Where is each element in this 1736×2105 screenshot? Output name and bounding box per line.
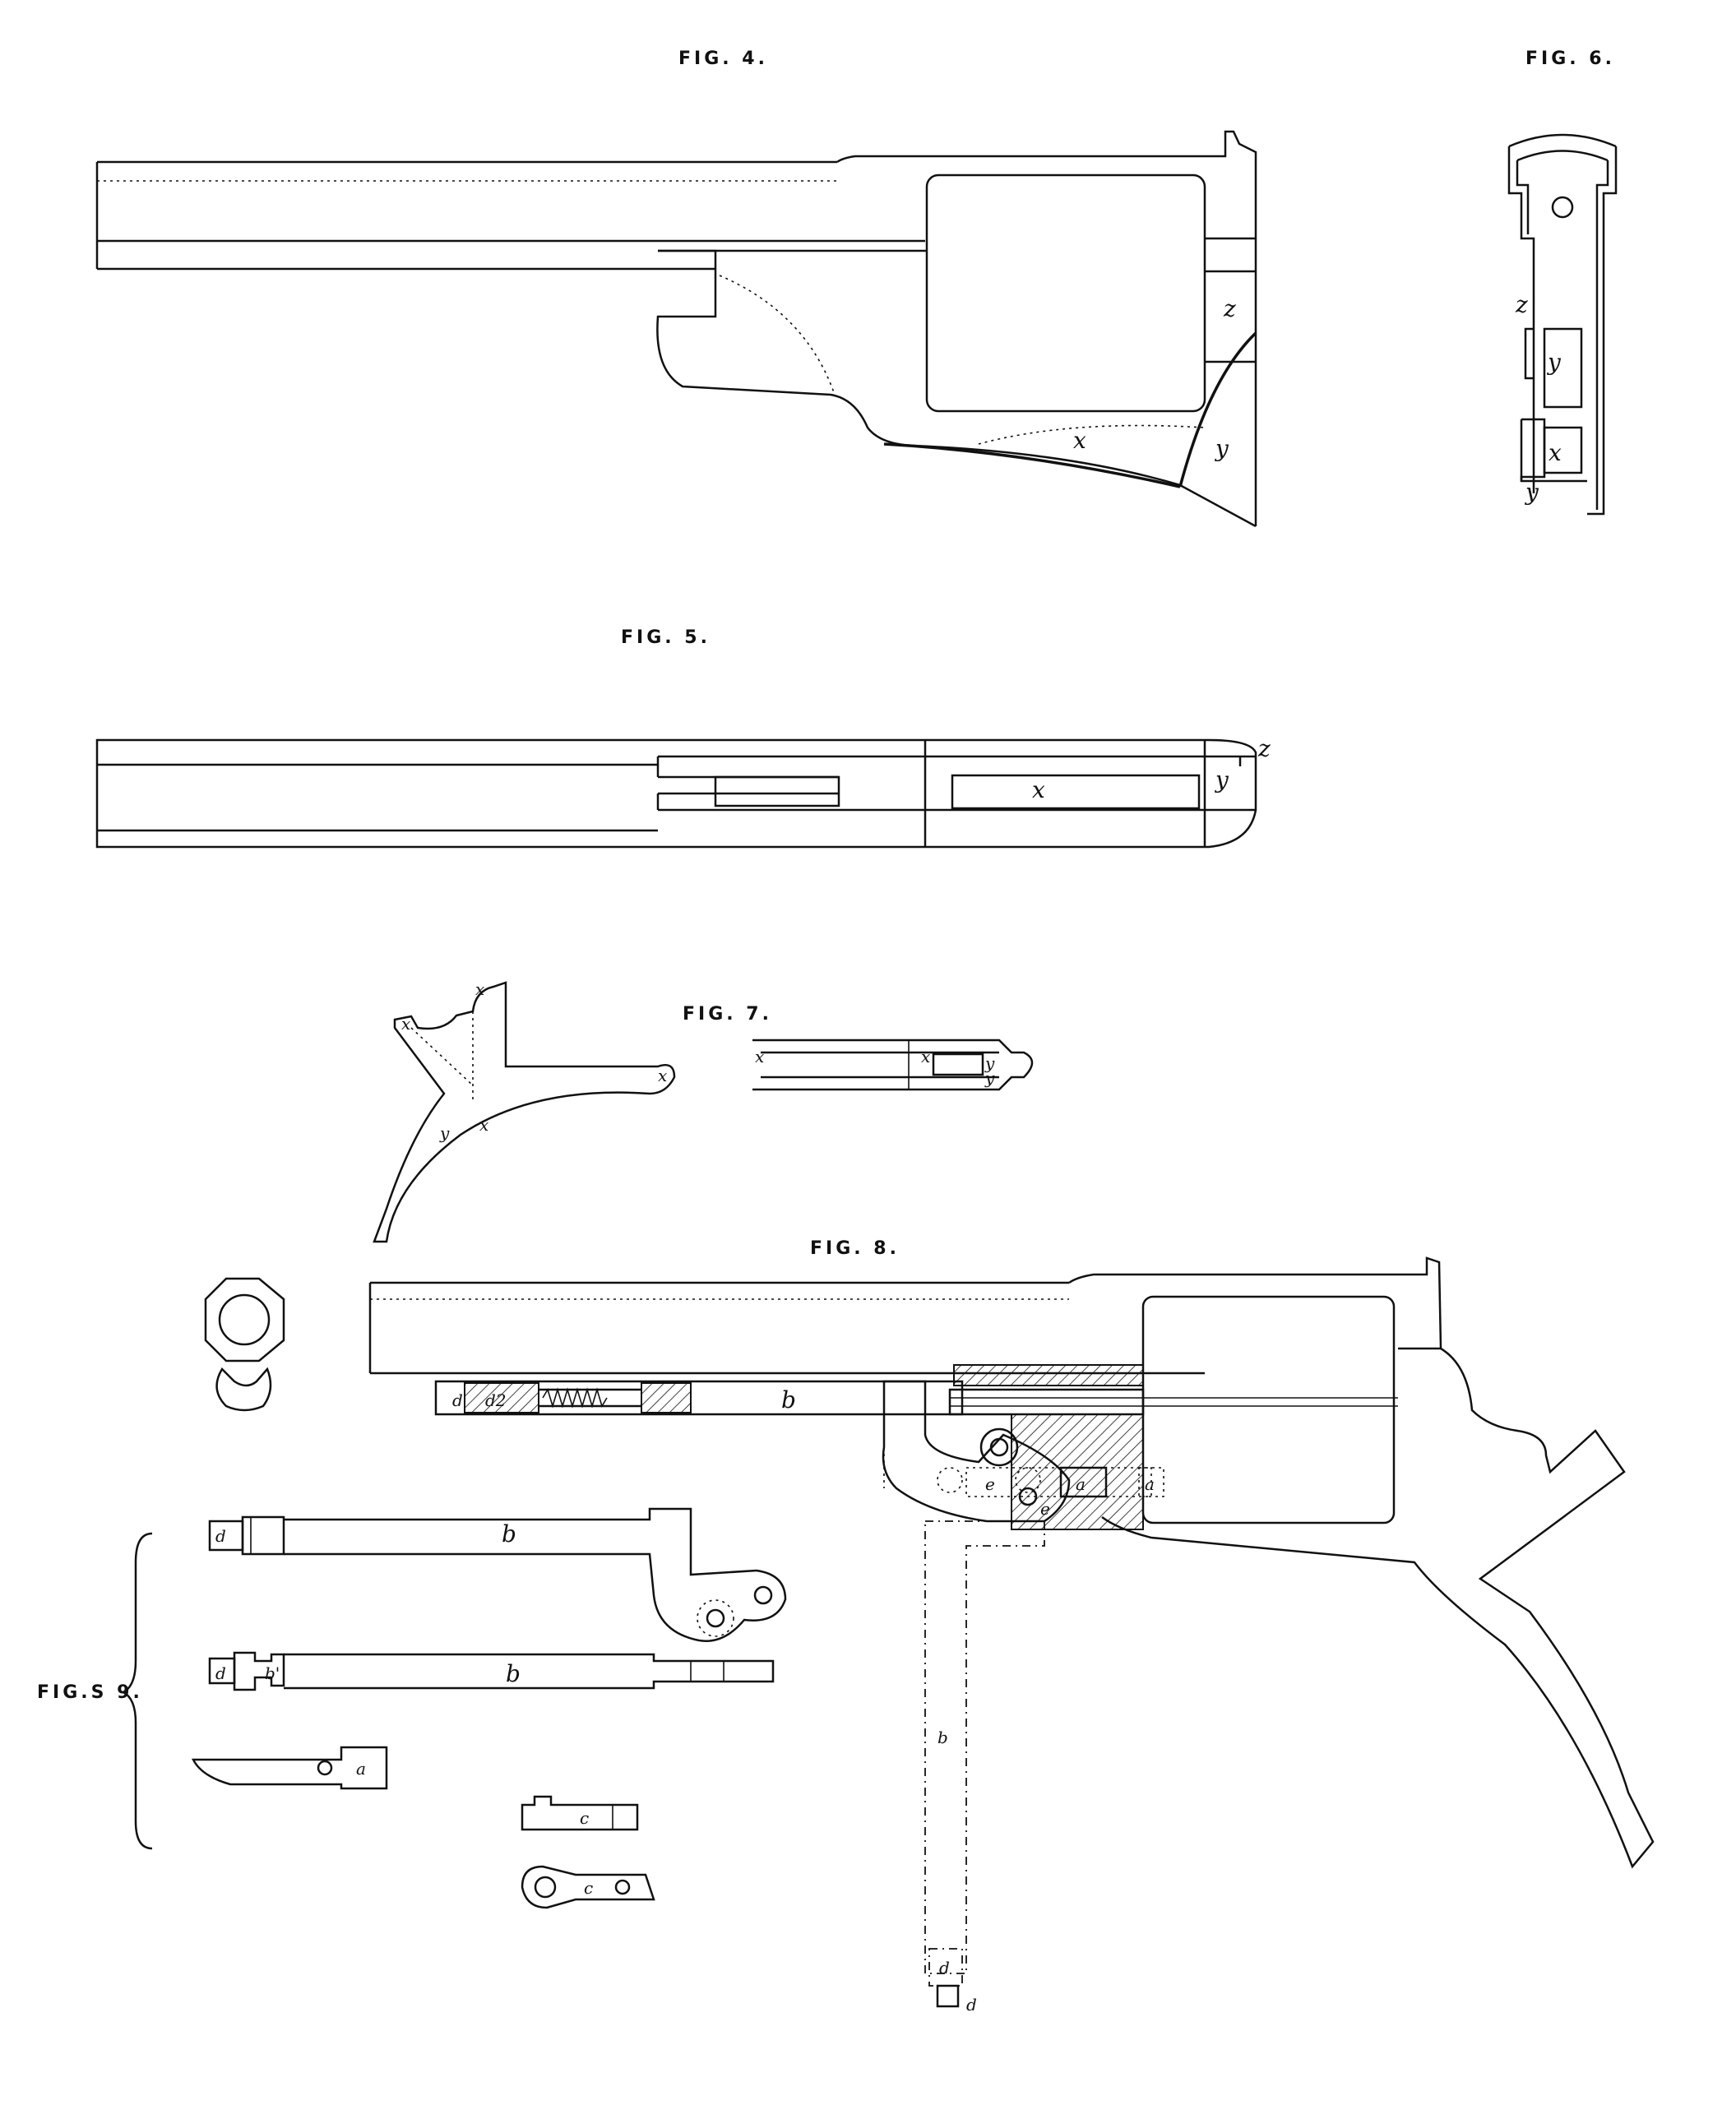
- fig9-part-c-side: [521, 1795, 639, 1831]
- fig7-label-x3: x: [658, 1066, 667, 1085]
- fig9-part-a: [191, 1746, 388, 1790]
- fig9-part-b-upper: [208, 1507, 787, 1642]
- fig9-brace: [121, 1532, 153, 1850]
- fig9-title: FIG.S 9.: [37, 1682, 143, 1703]
- fig6-frame-section: [1507, 133, 1618, 516]
- fig8-ring-part: [204, 1277, 285, 1412]
- fig9-label-b2: b: [506, 1660, 521, 1687]
- fig8-label-a2: a: [1145, 1474, 1155, 1494]
- fig7-label-x2: x: [475, 979, 484, 999]
- fig4-label-x: x: [1073, 427, 1086, 454]
- fig6-title: FIG. 6.: [1525, 49, 1615, 69]
- fig8-label-d3: d: [939, 1958, 950, 1978]
- fig8-label-d2: d2: [485, 1390, 507, 1410]
- fig8-label-b2: b: [937, 1728, 948, 1747]
- fig7-label-x5: x: [755, 1047, 764, 1066]
- fig5-title: FIG. 5.: [621, 627, 711, 648]
- figure-8: FIG. 8.: [204, 1238, 1655, 2015]
- fig7-slide-part: [752, 1039, 1034, 1091]
- figure-5: FIG. 5. z y x: [95, 627, 1271, 849]
- figure-6: FIG. 6. z y x y: [1507, 49, 1618, 516]
- fig8-label-a: a: [1076, 1474, 1086, 1494]
- fig7-label-x1: x: [401, 1014, 410, 1034]
- fig6-label-y: y: [1546, 349, 1562, 376]
- fig8-label-b: b: [781, 1386, 796, 1413]
- fig7-label-y3: y: [984, 1068, 995, 1088]
- fig4-title: FIG. 4.: [678, 49, 768, 69]
- fig9-label-d1: d: [215, 1526, 226, 1546]
- fig8-label-d: d: [452, 1390, 463, 1410]
- fig9-part-b-lower: [208, 1651, 775, 1691]
- figure-7: FIG. 7. x x x x y x x y y: [373, 979, 1034, 1243]
- fig6-label-y2: y: [1524, 479, 1539, 506]
- fig5-label-z: z: [1257, 735, 1271, 762]
- fig7-lever-part: [373, 981, 676, 1243]
- fig4-label-y: y: [1214, 435, 1229, 462]
- fig9-label-a: a: [356, 1759, 366, 1779]
- figure-9: FIG.S 9. d b d b' b a: [37, 1507, 787, 1909]
- fig9-part-c-plan: [521, 1865, 655, 1909]
- fig9-label-d2: d: [215, 1663, 226, 1683]
- fig9-label-b-prime: b': [265, 1663, 280, 1683]
- fig6-label-x: x: [1549, 439, 1562, 466]
- fig8-label-d4: d: [966, 1995, 977, 2015]
- figure-4: FIG. 4. z x y: [95, 49, 1257, 528]
- fig9-label-c1: c: [580, 1808, 589, 1828]
- fig7-label-x4: x: [479, 1115, 488, 1135]
- fig8-revolver-assembly: [368, 1256, 1655, 2008]
- fig8-label-e2: e: [1040, 1499, 1050, 1519]
- fig4-label-z: z: [1223, 295, 1236, 322]
- fig7-title: FIG. 7.: [683, 1004, 772, 1025]
- fig5-frame-plan: [95, 738, 1257, 849]
- fig9-label-c2: c: [584, 1878, 593, 1898]
- fig5-label-y: y: [1214, 766, 1229, 793]
- fig8-label-e: e: [985, 1474, 995, 1494]
- fig7-label-y: y: [439, 1123, 450, 1143]
- fig5-label-x: x: [1032, 776, 1045, 803]
- fig4-frame-outline: [95, 130, 1257, 528]
- fig6-label-z: z: [1515, 291, 1528, 318]
- fig9-label-b1: b: [502, 1520, 516, 1548]
- fig7-label-y2: y: [984, 1053, 995, 1073]
- fig7-label-x6: x: [921, 1047, 930, 1066]
- fig8-title: FIG. 8.: [810, 1238, 900, 1259]
